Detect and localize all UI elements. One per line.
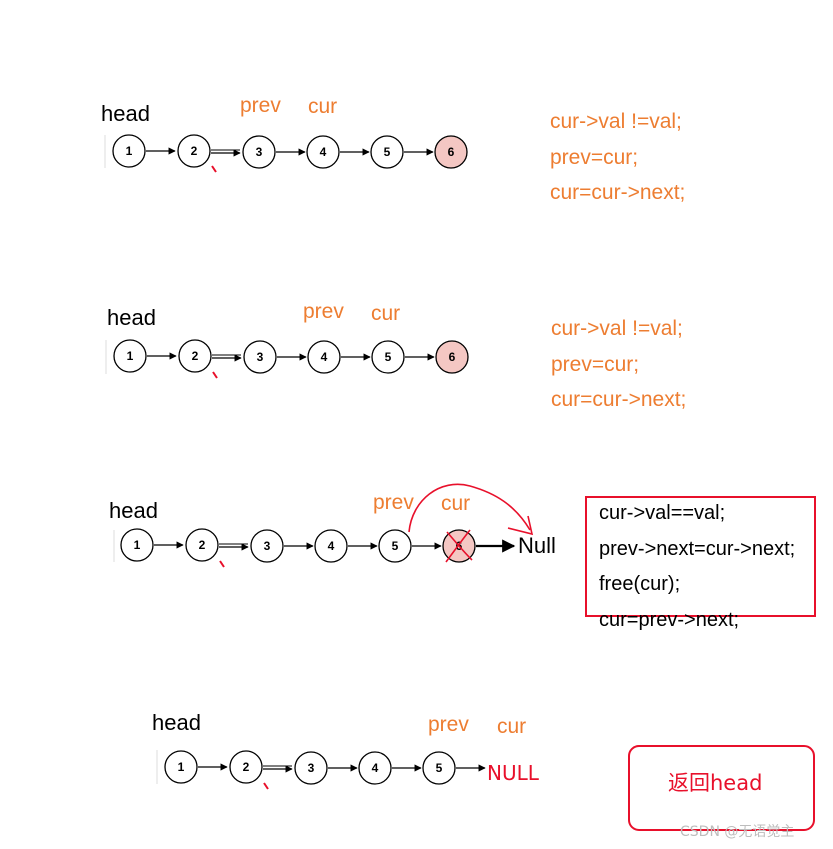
- node: 2: [178, 339, 212, 373]
- svg-text:1: 1: [127, 349, 134, 363]
- red-tick-mark: [263, 782, 269, 790]
- panel-1: head prev cur 1 2 3 4 5 6 cur->val !=val…: [101, 94, 685, 204]
- node: 2: [229, 750, 263, 784]
- node: 4: [307, 340, 341, 374]
- code-line: cur->val==val;: [599, 502, 725, 524]
- node: 1: [164, 750, 198, 784]
- svg-text:5: 5: [436, 761, 443, 775]
- panel-4: head prev cur 1 2 3 4 5 NULL 返回head: [152, 710, 815, 831]
- svg-text:5: 5: [392, 539, 399, 553]
- node: 4: [358, 751, 392, 785]
- return-box: [628, 745, 815, 831]
- code-line: prev->next=cur->next;: [599, 538, 795, 560]
- svg-text:5: 5: [384, 145, 391, 159]
- head-label: head: [107, 305, 156, 330]
- node: 2: [177, 134, 211, 168]
- head-label: head: [109, 498, 158, 523]
- svg-text:3: 3: [264, 539, 271, 553]
- svg-text:4: 4: [328, 539, 335, 553]
- cur-label: cur: [441, 492, 470, 515]
- node: 5: [422, 751, 456, 785]
- red-tick-mark: [212, 371, 218, 379]
- svg-text:2: 2: [192, 349, 199, 363]
- code-line: cur=prev->next;: [599, 609, 739, 631]
- node: 3: [250, 529, 284, 563]
- node: 5: [370, 135, 404, 169]
- node-highlighted: 6: [434, 135, 468, 169]
- code-highlight-box: [585, 496, 816, 617]
- watermark: CSDN @无语觉主: [680, 824, 794, 840]
- node: 4: [306, 135, 340, 169]
- cur-label: cur: [371, 302, 400, 325]
- node: 3: [294, 751, 328, 785]
- code-line: prev=cur;: [550, 146, 638, 169]
- prev-label: prev: [373, 491, 414, 514]
- bypass-arrow: [408, 483, 531, 533]
- prev-label: prev: [303, 300, 344, 323]
- red-tick-mark: [219, 560, 225, 568]
- svg-text:4: 4: [320, 145, 327, 159]
- svg-text:4: 4: [321, 350, 328, 364]
- svg-text:1: 1: [178, 760, 185, 774]
- panel-3: head prev cur 1 2 3 4 5 6 Null cur->val=…: [109, 483, 816, 631]
- code-line: cur->val !=val;: [550, 110, 682, 133]
- cur-label: cur: [497, 715, 526, 738]
- bypass-arrowhead: [507, 515, 534, 536]
- svg-text:2: 2: [243, 760, 250, 774]
- svg-text:6: 6: [449, 350, 456, 364]
- node: 1: [112, 134, 146, 168]
- code-line: cur=cur->next;: [550, 181, 685, 204]
- cross-out-mark: [445, 529, 471, 563]
- node: 2: [185, 528, 219, 562]
- head-label: head: [152, 710, 201, 735]
- node: 4: [314, 529, 348, 563]
- node-highlighted: 6: [435, 340, 469, 374]
- svg-text:1: 1: [126, 144, 133, 158]
- svg-text:2: 2: [191, 144, 198, 158]
- svg-text:6: 6: [448, 145, 455, 159]
- null-label: NULL: [487, 761, 540, 785]
- node: 5: [378, 529, 412, 563]
- svg-text:3: 3: [256, 145, 263, 159]
- node: 5: [371, 340, 405, 374]
- svg-text:3: 3: [257, 350, 264, 364]
- svg-text:2: 2: [199, 538, 206, 552]
- svg-text:3: 3: [308, 761, 315, 775]
- svg-text:1: 1: [134, 538, 141, 552]
- node: 3: [242, 135, 276, 169]
- node: 1: [113, 339, 147, 373]
- svg-text:5: 5: [385, 350, 392, 364]
- prev-label: prev: [240, 94, 281, 117]
- code-line: cur=cur->next;: [551, 388, 686, 411]
- code-line: cur->val !=val;: [551, 317, 683, 340]
- node: 1: [120, 528, 154, 562]
- cur-label: cur: [308, 95, 337, 118]
- red-tick-mark: [211, 165, 217, 173]
- panel-2: head prev cur 1 2 3 4 5 6 cur->val !=val…: [105, 300, 686, 411]
- head-label: head: [101, 101, 150, 126]
- return-text: 返回head: [668, 771, 762, 795]
- prev-label: prev: [428, 713, 469, 736]
- code-line: free(cur);: [599, 573, 680, 595]
- svg-text:4: 4: [372, 761, 379, 775]
- code-line: prev=cur;: [551, 353, 639, 376]
- node: 3: [243, 340, 277, 374]
- null-label: Null: [518, 533, 556, 558]
